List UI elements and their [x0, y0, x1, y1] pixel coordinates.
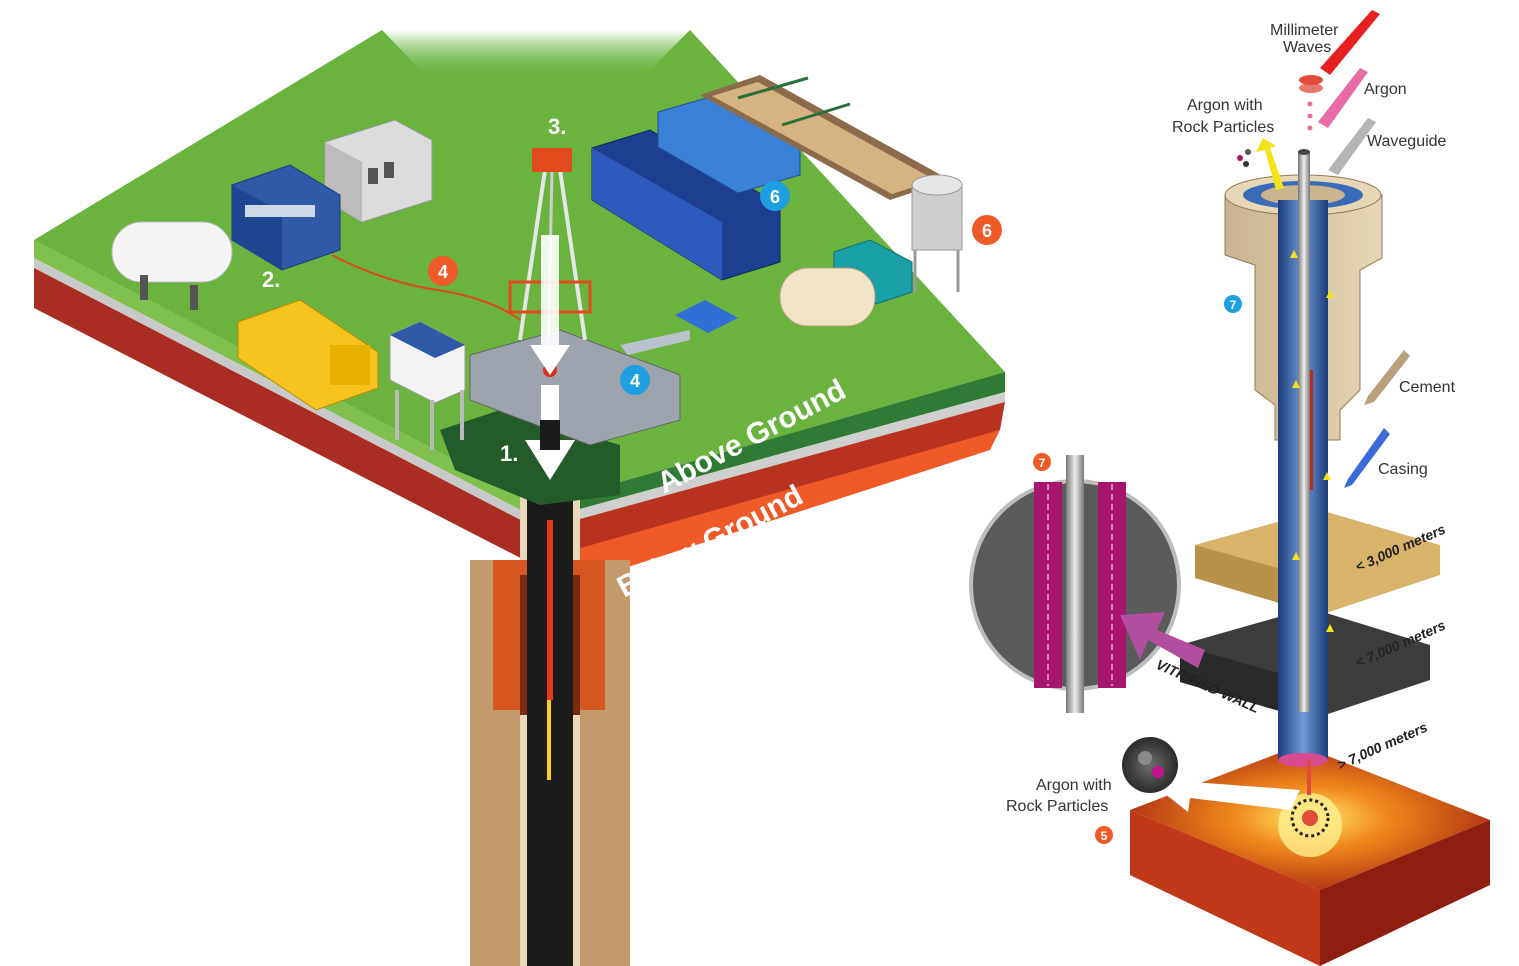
- badge-4-blue: 4: [620, 365, 650, 395]
- ramp: [620, 330, 690, 355]
- vitrified-arrow: [1120, 612, 1205, 668]
- power-generator: [237, 299, 379, 411]
- flow-arrow: [525, 235, 575, 480]
- control-cabin: [389, 321, 466, 450]
- cement-arrow: [1364, 350, 1410, 405]
- casing-arrow: [1344, 428, 1390, 488]
- millimeter-wave-arrow: [1320, 10, 1380, 75]
- waveguide-label: Waveguide: [1367, 133, 1447, 150]
- badge-5-orange: 5: [1095, 826, 1113, 844]
- svg-text:4: 4: [630, 371, 640, 391]
- wellhead-cement: [1224, 174, 1383, 441]
- badge-7-blue: 7: [1224, 295, 1242, 313]
- svg-text:6: 6: [770, 187, 780, 207]
- svg-text:6: 6: [982, 221, 992, 241]
- svg-text:7: 7: [1230, 298, 1237, 312]
- step-1-label: 1.: [500, 441, 518, 466]
- power-cable: [331, 254, 521, 321]
- svg-text:4: 4: [438, 262, 448, 282]
- gyrotron-container: [231, 164, 341, 271]
- depth-label-7000-more: > 7,000 meters: [1335, 719, 1430, 773]
- step-3-label: 3.: [548, 114, 566, 139]
- argon-out-arrow: [1256, 138, 1284, 190]
- rock-particle-bubble: [1122, 737, 1178, 793]
- argon-rock-bottom-line2: Rock Particles: [1006, 798, 1108, 815]
- svg-text:5: 5: [1101, 829, 1108, 843]
- argon-rock-top-line2: Rock Particles: [1172, 119, 1274, 136]
- argon-rock-bottom-line1: Argon with: [1036, 777, 1112, 794]
- borehole-shaft: [470, 484, 630, 966]
- upward-flow-arrows: [1290, 250, 1334, 632]
- argon-arrow: [1318, 68, 1368, 128]
- rock-particles: [1237, 149, 1251, 167]
- waveguide-arrow: [1328, 118, 1376, 175]
- nitrogen-tank: [111, 221, 233, 310]
- millimeter-waves-label-line2: Waves: [1283, 39, 1331, 56]
- step-2-label: 2.: [262, 267, 280, 292]
- drill-head: [1290, 760, 1330, 838]
- badge-6-blue: 6: [760, 181, 790, 211]
- millimeter-waves-label-line1: Millimeter: [1270, 22, 1339, 39]
- cement-label: Cement: [1399, 379, 1456, 396]
- water-silo: [911, 174, 963, 292]
- pipe-stack: [675, 300, 738, 333]
- badge-7-orange: 7: [1033, 453, 1051, 471]
- vitrified-wall-magnifier: [969, 455, 1181, 713]
- svg-text:7: 7: [1039, 456, 1046, 470]
- fuel-tanks: [779, 267, 876, 327]
- argon-rock-top-line1: Argon with: [1187, 97, 1263, 114]
- argon-label: Argon: [1364, 81, 1407, 98]
- argon-dots: [1307, 101, 1313, 131]
- badge-6-orange: 6: [972, 215, 1002, 245]
- heat-exchanger-bank: [591, 93, 801, 281]
- badge-4-orange: 4: [428, 256, 458, 286]
- casing-label: Casing: [1378, 461, 1428, 478]
- particle-exit-arrow: [1160, 768, 1300, 812]
- drilling-rig: [469, 148, 681, 446]
- waveguide: [1298, 149, 1310, 712]
- wave-packet: [1299, 75, 1323, 93]
- settling-ponds: [700, 75, 950, 200]
